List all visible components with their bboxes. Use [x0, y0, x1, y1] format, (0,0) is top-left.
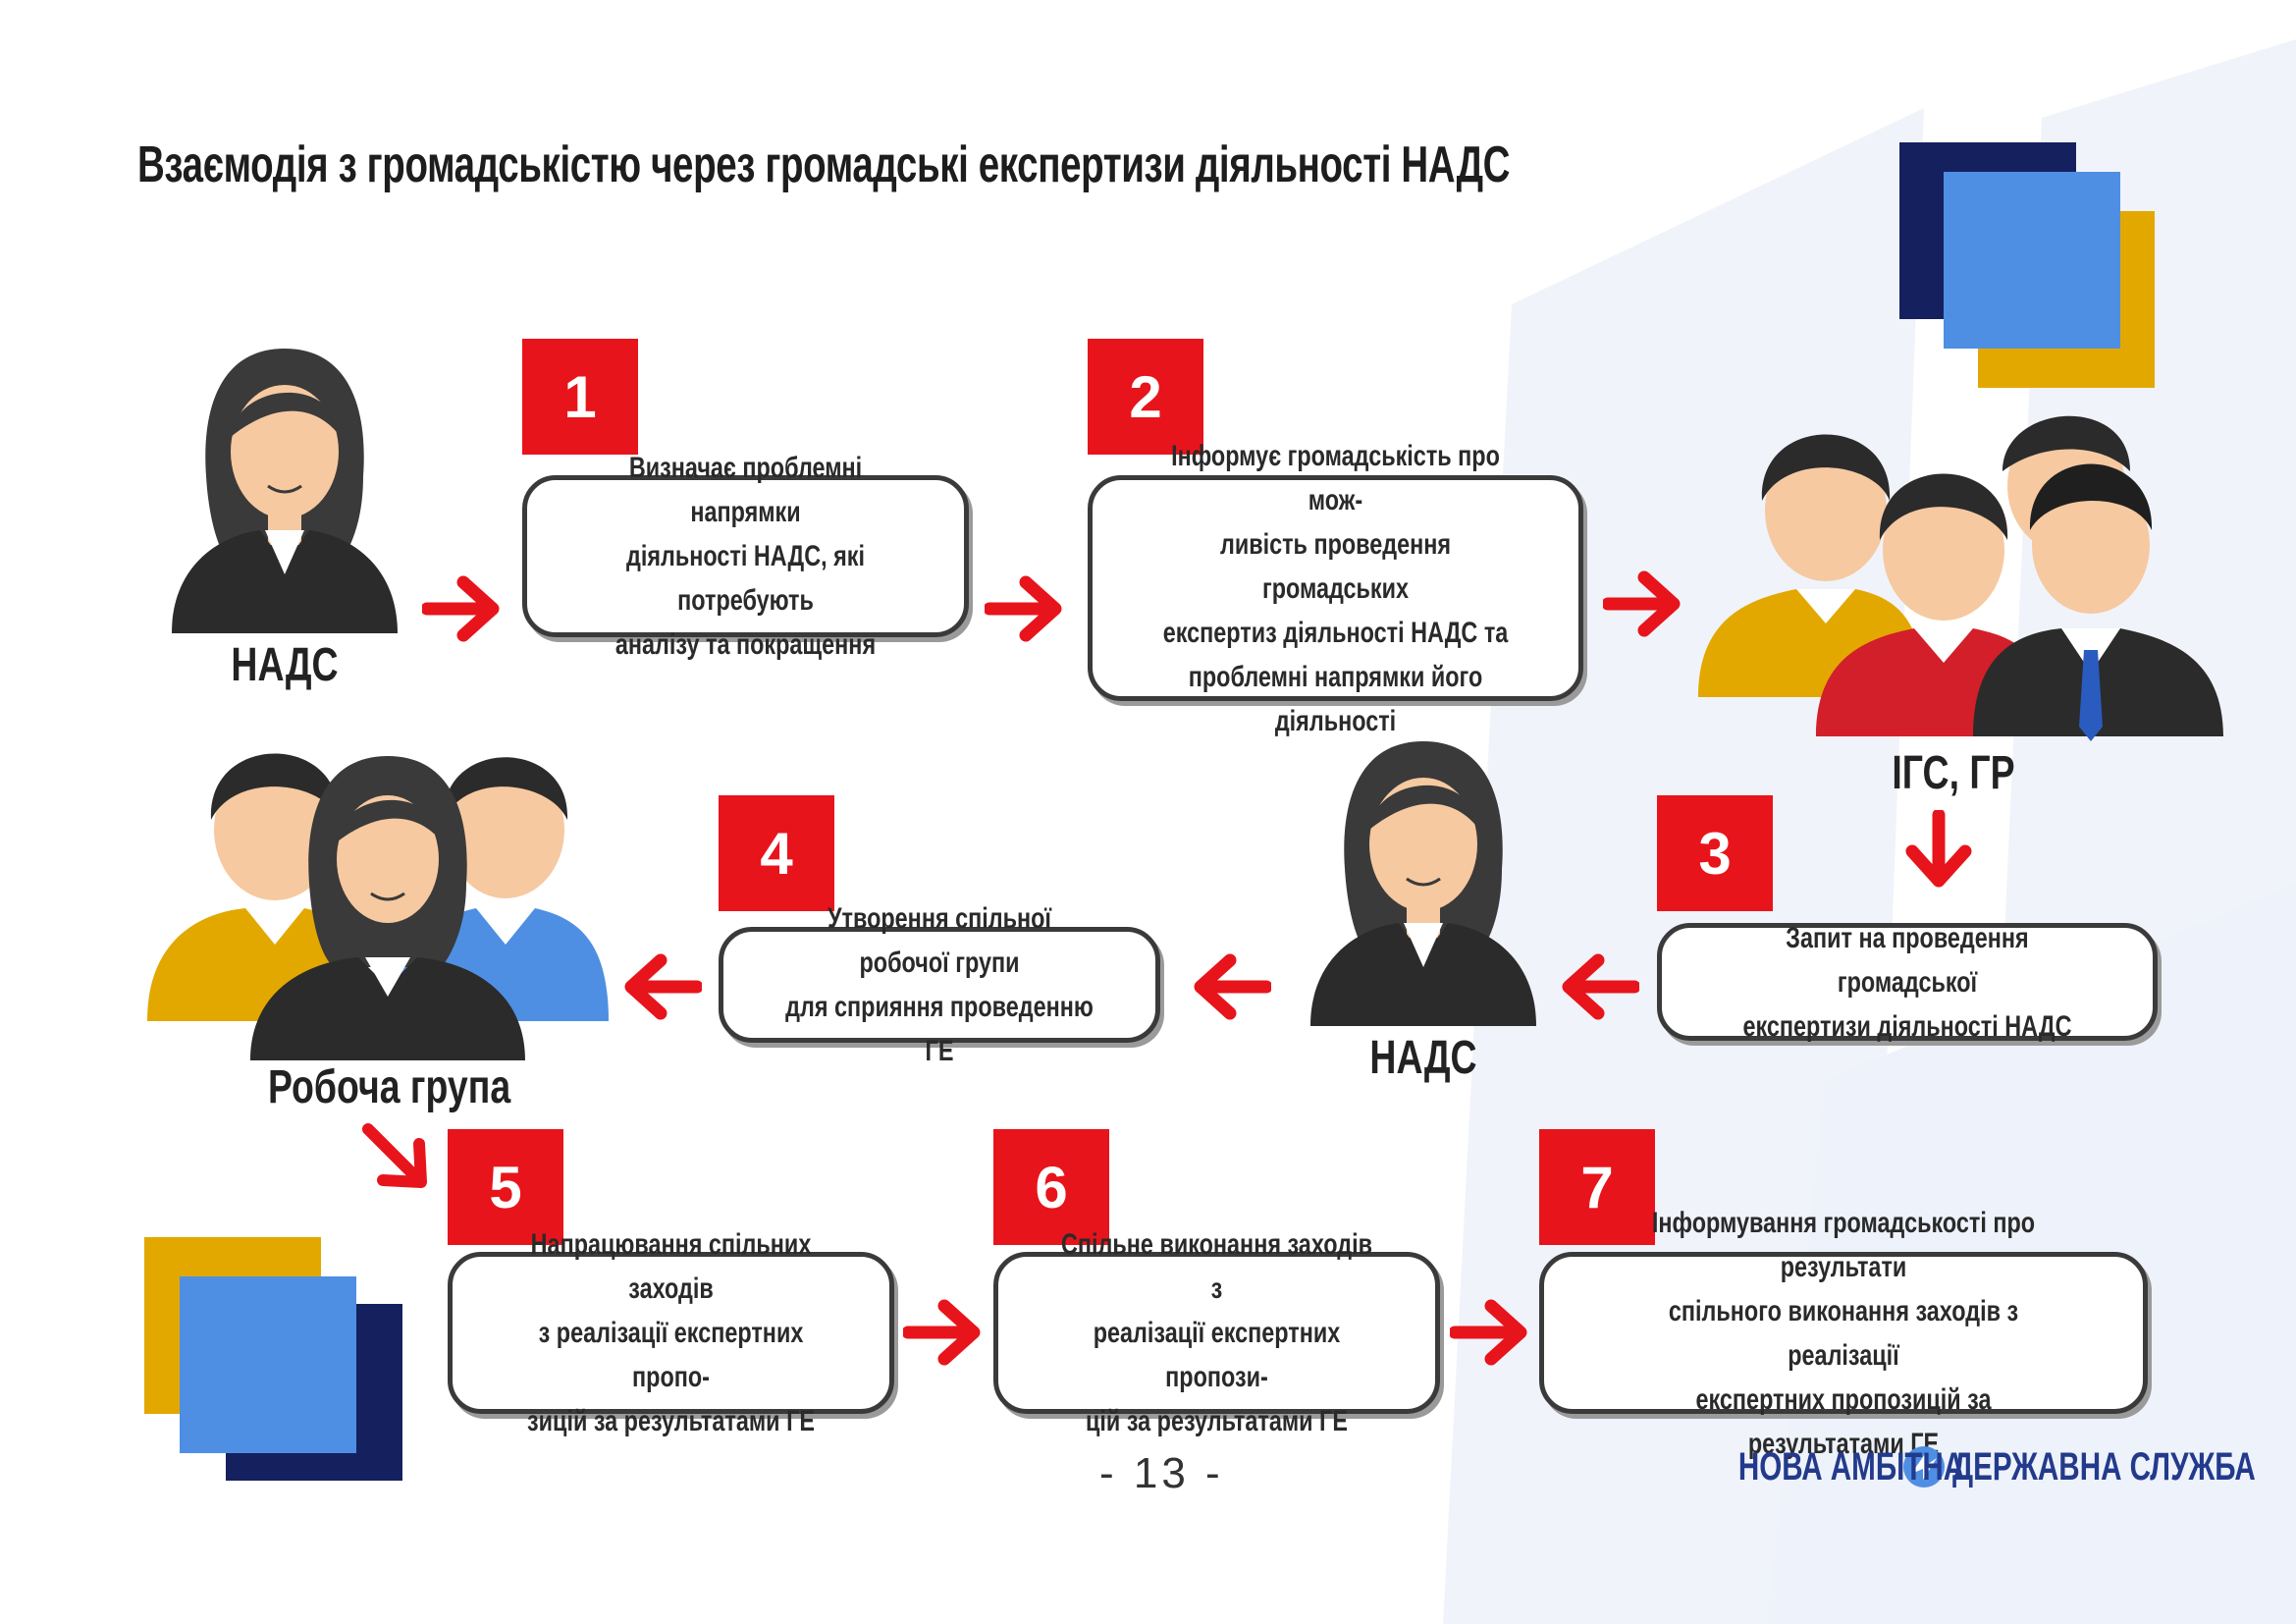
step-5-badge: 5 — [448, 1129, 563, 1245]
step-6-badge: 6 — [993, 1129, 1109, 1245]
page-number: - 13 - — [1099, 1449, 1224, 1497]
person-woman-icon-mid — [1310, 741, 1536, 1026]
step-4-box: Утворення спільної робочої групи для спр… — [719, 902, 1160, 1067]
step-3-box: Запит на проведення громадської експерти… — [1657, 922, 2158, 1043]
arrow-diagonal-icon — [362, 1123, 427, 1188]
decorative-squares-bottom — [144, 1237, 402, 1481]
step-4-badge: 4 — [719, 795, 834, 911]
page-title: Взаємодія з громадськістю через громадсь… — [137, 136, 1511, 193]
group-people-icon — [1698, 415, 2223, 741]
step-7-badge: 7 — [1539, 1129, 1655, 1245]
actor-label-nads-mid: НАДС — [1369, 1032, 1477, 1084]
arrow-right-icon-2 — [985, 575, 1062, 642]
step-1-box: Визначає проблемні напрямки діяльності Н… — [522, 452, 969, 661]
step-2-badge: 2 — [1088, 339, 1203, 455]
step-3-text: Запит на проведення громадської експерти… — [1742, 921, 2072, 1043]
step-2-text: Інформує громадськість про мож- ливість … — [1162, 439, 1509, 737]
arrow-right-icon-4 — [903, 1299, 981, 1366]
actor-label-nads-top: НАДС — [231, 639, 339, 691]
step-5-box: Напрацювання спільних заходів з реалізац… — [448, 1228, 894, 1437]
arrow-left-icon-2 — [1194, 953, 1271, 1020]
decorative-squares-top — [1899, 142, 2155, 388]
step-7-text: Інформування громадськості про результат… — [1651, 1206, 2036, 1460]
brand-text-right: ДЕРЖАВНА СЛУЖБА — [1952, 1444, 2256, 1489]
arrow-right-icon-5 — [1450, 1299, 1527, 1366]
arrow-left-icon-3 — [624, 953, 702, 1020]
step-1-text: Визначає проблемні напрямки діяльності Н… — [614, 452, 877, 661]
arrow-right-icon-3 — [1603, 570, 1681, 637]
brand-text-left: НОВА АМБІТНА — [1737, 1444, 1965, 1489]
brand-footer: НОВА АМБІТНА ДЕРЖАВНА СЛУЖБА — [1659, 1437, 2296, 1496]
step-4-text: Утворення спільної робочої групи для спр… — [785, 902, 1094, 1067]
step-3-badge: 3 — [1657, 795, 1773, 911]
step-6-box: Спільне виконання заходів з реалізації е… — [993, 1228, 1440, 1437]
person-woman-icon — [172, 349, 398, 633]
step-5-text: Напрацювання спільних заходів з реалізац… — [527, 1228, 815, 1437]
actor-label-working-group: Робоча група — [268, 1061, 511, 1113]
step-7-box: Інформування громадськості про результат… — [1539, 1207, 2148, 1460]
arrow-down-icon — [1905, 810, 1972, 888]
brand-logo-icon — [1903, 1446, 1946, 1488]
actor-label-igs-gr: ІГС, ГР — [1892, 747, 2015, 799]
step-2-box: Інформує громадськість про мож- ливість … — [1088, 440, 1583, 737]
arrow-left-icon — [1562, 953, 1639, 1020]
step-1-badge: 1 — [522, 339, 638, 455]
working-group-icon — [147, 753, 609, 1060]
step-6-text: Спільне виконання заходів з реалізації е… — [1061, 1228, 1372, 1437]
arrow-right-icon — [422, 575, 500, 642]
